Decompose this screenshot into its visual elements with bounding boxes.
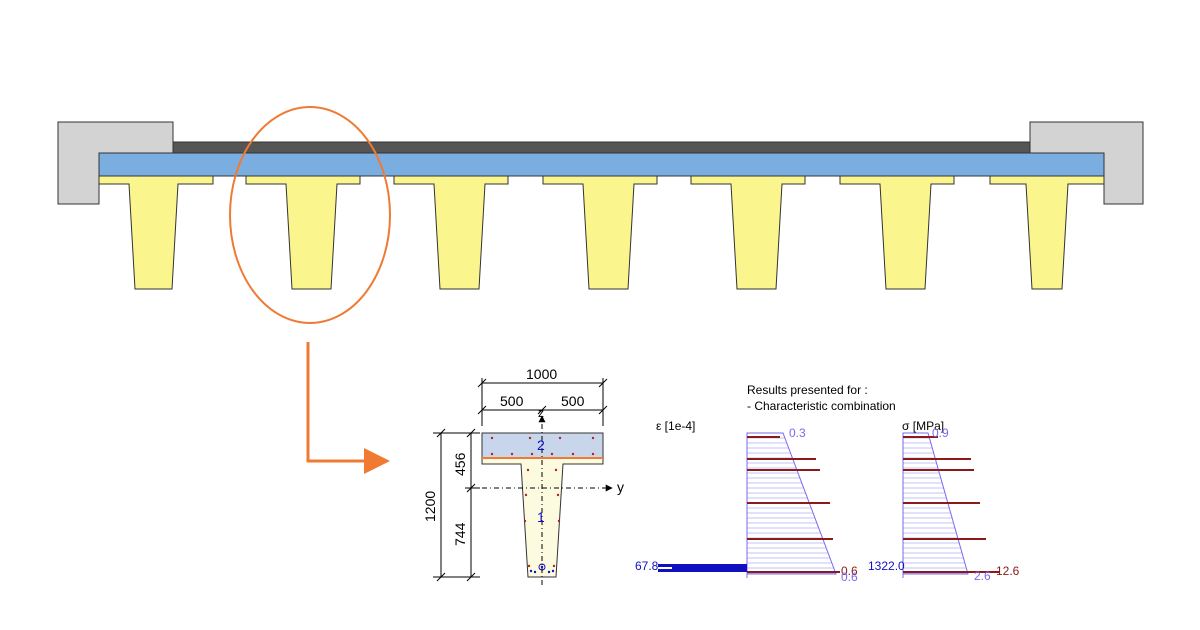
strain-bottom-red-value: 0.6 (841, 564, 858, 578)
girder-6 (839, 175, 955, 290)
stress-bottom-left-value: 1322.0 (868, 559, 905, 573)
strain-bottom-violet-value: 0.6 (841, 570, 858, 584)
stress-top-value: 0.9 (932, 426, 949, 440)
dimension-lines (433, 378, 608, 582)
strain-label: ε [1e-4] (656, 419, 695, 433)
dim-web-height: 744 (452, 522, 468, 546)
y-axis-label: y (617, 479, 624, 495)
stress-bottom-red-value: 12.6 (996, 564, 1020, 578)
girder-4 (542, 175, 658, 290)
girder-5 (690, 175, 806, 290)
strain-rebar-bars (747, 436, 840, 573)
part-2-label: 2 (537, 437, 545, 453)
web-part-1 (481, 457, 604, 578)
stress-label: σ [MPa] (902, 419, 944, 433)
dim-flange-height: 456 (452, 452, 468, 476)
stress-diagram: σ [MPa] 0.9 1322.0 12.6 2.6 (868, 419, 1020, 583)
girder-row (98, 175, 1105, 290)
stress-rebar-bars (903, 436, 1000, 573)
surfacing-layer (172, 141, 1031, 154)
dim-total-width: 1000 (526, 366, 557, 382)
results-header-line2: - Characteristic combination (747, 399, 896, 413)
dim-total-height: 1200 (422, 491, 438, 522)
rebar-dots (490, 436, 595, 568)
deck-slab (98, 152, 1105, 177)
detail-section: y z 2 1 1000 500 50 (422, 366, 624, 585)
z-axis-label: z (538, 406, 544, 420)
stress-bottom-violet-value: 2.6 (974, 569, 991, 583)
part-1-label: 1 (537, 509, 545, 525)
strain-tendon-bar (658, 564, 747, 572)
strain-diagram: ε [1e-4] 0.3 67.8 0.6 0.6 (635, 419, 858, 584)
strain-top-value: 0.3 (789, 426, 806, 440)
results-header-line1: Results presented for : (747, 383, 868, 397)
girder-3 (393, 175, 509, 290)
leader-arrow (306, 342, 390, 474)
bridge-cross-section (57, 106, 1144, 324)
girder-1 (98, 175, 214, 290)
girder-2 (245, 175, 361, 290)
dim-half-left: 500 (500, 393, 524, 409)
strain-bottom-left-value: 67.8 (635, 559, 659, 573)
highlight-ellipse (229, 106, 391, 324)
strain-tendon-gap (658, 567, 672, 569)
girder-7 (989, 175, 1105, 290)
leader-arrowhead (364, 448, 390, 474)
dim-half-right: 500 (561, 393, 585, 409)
